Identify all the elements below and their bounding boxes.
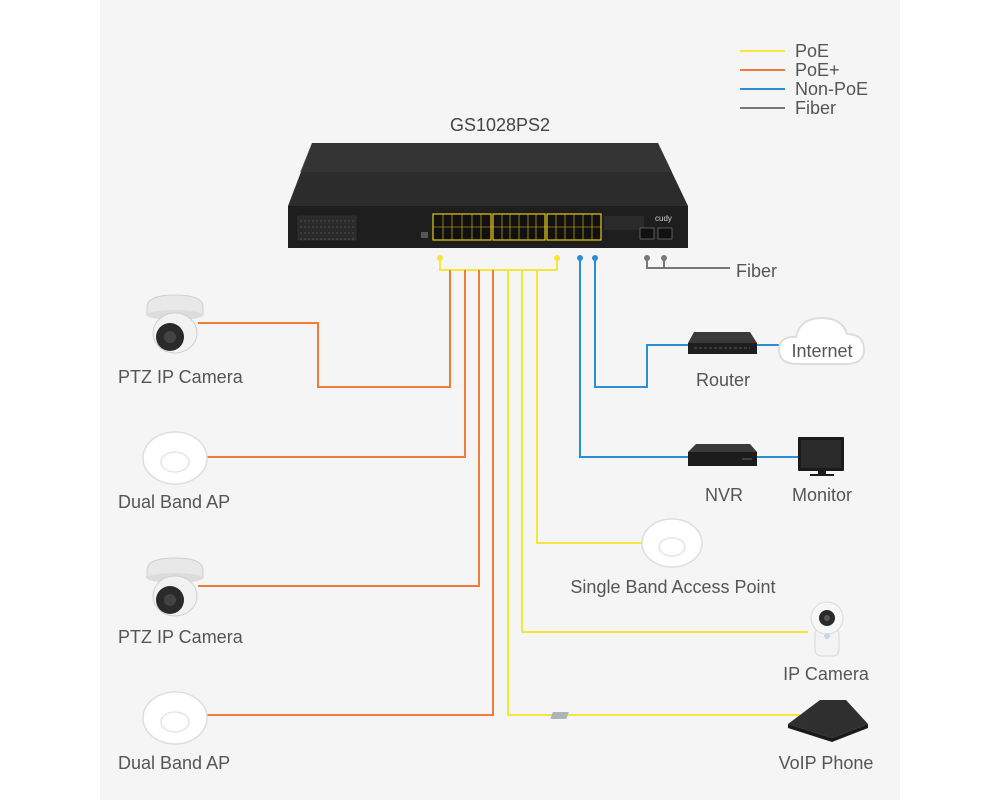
dual-band-ap-label-1: Dual Band AP xyxy=(118,492,230,512)
router-label: Router xyxy=(696,370,750,390)
poe-plus-line-dual-band-ap-2 xyxy=(206,270,494,716)
non-poe-port-dot-1 xyxy=(577,255,583,261)
fiber-port-dot-1 xyxy=(644,255,650,261)
monitor-icon xyxy=(798,437,844,476)
access-point-icon xyxy=(641,518,703,568)
ip-camera-icon xyxy=(810,601,844,657)
access-point-icon xyxy=(142,431,208,485)
router-icon xyxy=(688,332,757,354)
internet-label: Internet xyxy=(791,341,852,361)
access-point-icon xyxy=(142,691,208,745)
legend-label-fiber: Fiber xyxy=(795,98,836,118)
switch-reset-button xyxy=(421,232,428,238)
switch-sfp-port-2 xyxy=(657,227,673,240)
poe-port-dot-1 xyxy=(437,255,443,261)
diagram-background xyxy=(100,0,900,800)
poe-line-voip-phone xyxy=(507,270,800,716)
fiber-line xyxy=(646,260,730,269)
nvr-icon xyxy=(688,444,757,466)
ptz-camera-icon xyxy=(146,557,204,617)
ptz-ip-camera-label-2: PTZ IP Camera xyxy=(118,627,244,647)
ptz-camera-icon xyxy=(146,294,204,354)
legend-label-poe-plus: PoE+ xyxy=(795,60,840,80)
poe-plus-line-ptz-camera-2 xyxy=(198,270,480,587)
non-poe-port-dot-2 xyxy=(592,255,598,261)
legend-label-poe: PoE xyxy=(795,41,829,61)
ptz-ip-camera-label-1: PTZ IP Camera xyxy=(118,367,244,387)
legend-label-non-poe: Non-PoE xyxy=(795,79,868,99)
single-band-ap-label: Single Band Access Point xyxy=(570,577,775,597)
voip-phone-icon xyxy=(550,700,868,742)
switch-model-label: GS1028PS2 xyxy=(450,115,550,135)
switch-sfp-port-1 xyxy=(639,227,655,240)
poe-line-single-band-ap xyxy=(536,270,642,544)
fiber-label: Fiber xyxy=(736,261,777,281)
non-poe-line-nvr xyxy=(579,260,688,458)
connections xyxy=(198,255,808,716)
switch-port-grid xyxy=(433,214,601,240)
poe-port-dot-2 xyxy=(554,255,560,261)
dual-band-ap-label-2: Dual Band AP xyxy=(118,753,230,773)
poe-plus-line-dual-band-ap-1 xyxy=(206,270,466,458)
poe-plus-line-ptz-camera-1 xyxy=(198,270,451,388)
ip-camera-label: IP Camera xyxy=(783,664,870,684)
switch-device: cudy xyxy=(288,143,688,248)
monitor-label: Monitor xyxy=(792,485,852,505)
switch-status-leds xyxy=(297,215,357,241)
non-poe-line-router xyxy=(594,260,688,388)
voip-phone-label: VoIP Phone xyxy=(779,753,874,773)
poe-line-ip-camera xyxy=(521,270,808,633)
legend: PoE PoE+ Non-PoE Fiber xyxy=(740,41,868,118)
poe-line-bus xyxy=(439,260,558,271)
switch-info-label xyxy=(604,216,644,230)
fiber-port-dot-2 xyxy=(661,255,667,261)
switch-brand-logo: cudy xyxy=(655,214,672,223)
cloud-icon xyxy=(777,316,866,365)
nvr-label: NVR xyxy=(705,485,743,505)
switch-top-highlight xyxy=(300,143,672,172)
